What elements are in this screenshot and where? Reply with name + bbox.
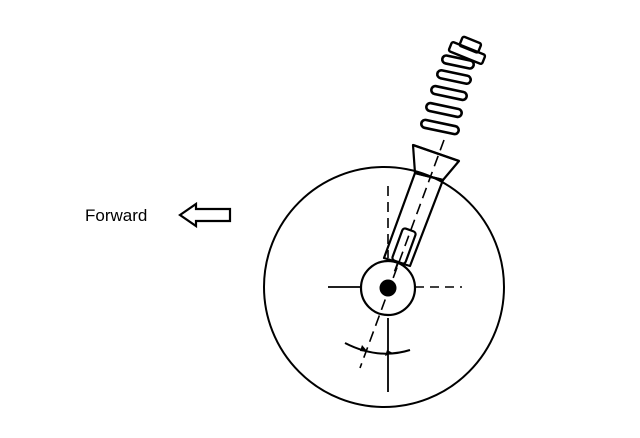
spring-seat-edge bbox=[412, 143, 460, 163]
arc-arrowhead-right bbox=[385, 350, 393, 356]
top-mount bbox=[447, 35, 487, 65]
forward-arrow-icon bbox=[178, 201, 232, 229]
strut-body bbox=[382, 171, 445, 268]
forward-label: Forward bbox=[85, 206, 147, 225]
caster-angle-arc bbox=[344, 342, 411, 355]
piston-rod bbox=[391, 227, 417, 272]
coil-spring bbox=[420, 54, 476, 136]
wheel-hub bbox=[359, 259, 417, 317]
steering-axis-dashed bbox=[359, 139, 445, 369]
wheel-outline bbox=[263, 166, 505, 408]
hub-center-dot bbox=[379, 279, 397, 297]
arc-arrowhead-left bbox=[360, 345, 368, 352]
